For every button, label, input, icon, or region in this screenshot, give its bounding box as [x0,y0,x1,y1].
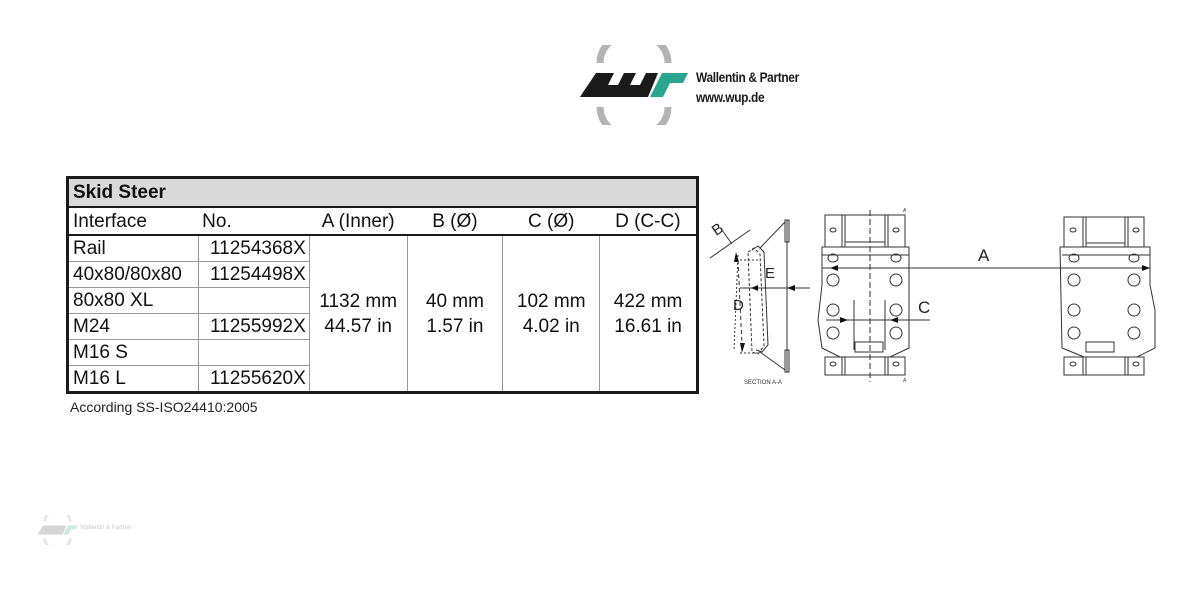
wup-watermark-icon [37,509,78,551]
company-name: Wallentin & Partner [696,69,799,85]
header-number: No. [198,207,310,236]
section-marker-bottom: A [903,378,907,384]
part-number-cell: 11254368X [197,235,310,262]
interface-cell: M24 [67,313,199,340]
part-number-cell [197,287,310,314]
standard-footnote: According SS-ISO24410:2005 [70,399,258,415]
part-number-cell: 11255992X [197,313,310,340]
label-d: D [733,297,744,314]
part-number-cell: 11255620X [197,365,310,393]
interface-cell: Rail [67,235,199,262]
table-row: M16 S [67,339,698,366]
table-row: M16 L 11255620X [68,365,698,393]
part-number-cell: 11254498X [197,261,310,288]
dimension-c: 102 mm 4.02 in [502,235,601,393]
header-d-center: D (C-C) [599,207,698,236]
table-row: 80x80 XL [67,287,698,314]
label-b: B [709,220,727,240]
label-a: A [978,246,990,265]
company-url[interactable]: www.wup.de [696,89,765,105]
technical-drawing: B E D SECTION A-A A A C A [709,208,1156,386]
watermark-logo: Wallentin & Partner [36,509,146,551]
interface-cell: M16 S [67,339,199,366]
skid-steer-spec-table: Skid Steer Interface No. A (Inner) B (Ø)… [66,176,699,394]
watermark-text: Wallentin & Partner [80,525,132,531]
wup-logo-icon [580,45,688,125]
section-marker-top: A [903,208,907,214]
header-c-diameter: C (Ø) [502,207,600,236]
company-logo: Wallentin & Partner www.wup.de [578,45,818,125]
interface-cell: 80x80 XL [67,287,199,314]
label-e: E [765,265,775,282]
header-interface: Interface [67,207,199,236]
interface-cell: 40x80/80x80 [67,261,199,288]
dimension-a: 1132 mm 44.57 in [309,235,408,393]
section-label: SECTION A-A [744,380,782,386]
dimension-d: 422 mm 16.61 in [613,290,683,337]
table-title: Skid Steer [67,177,698,208]
plate-view-right [1059,216,1156,376]
table-row: M24 11255992X [67,313,698,340]
section-view [709,219,810,373]
table-row: Rail 11254368X 1132 mm 44.57 in 40 mm 1.… [67,235,698,393]
table-row: 40x80/80x80 11254498X [67,261,698,288]
header-a-inner: A (Inner) [309,207,408,236]
interface-cell: M16 L [73,368,126,389]
plate-view-left [817,210,930,382]
header-b-diameter: B (Ø) [407,207,503,236]
dimension-b: 40 mm 1.57 in [407,235,504,393]
label-c: C [918,298,930,317]
part-number-cell [197,339,310,366]
